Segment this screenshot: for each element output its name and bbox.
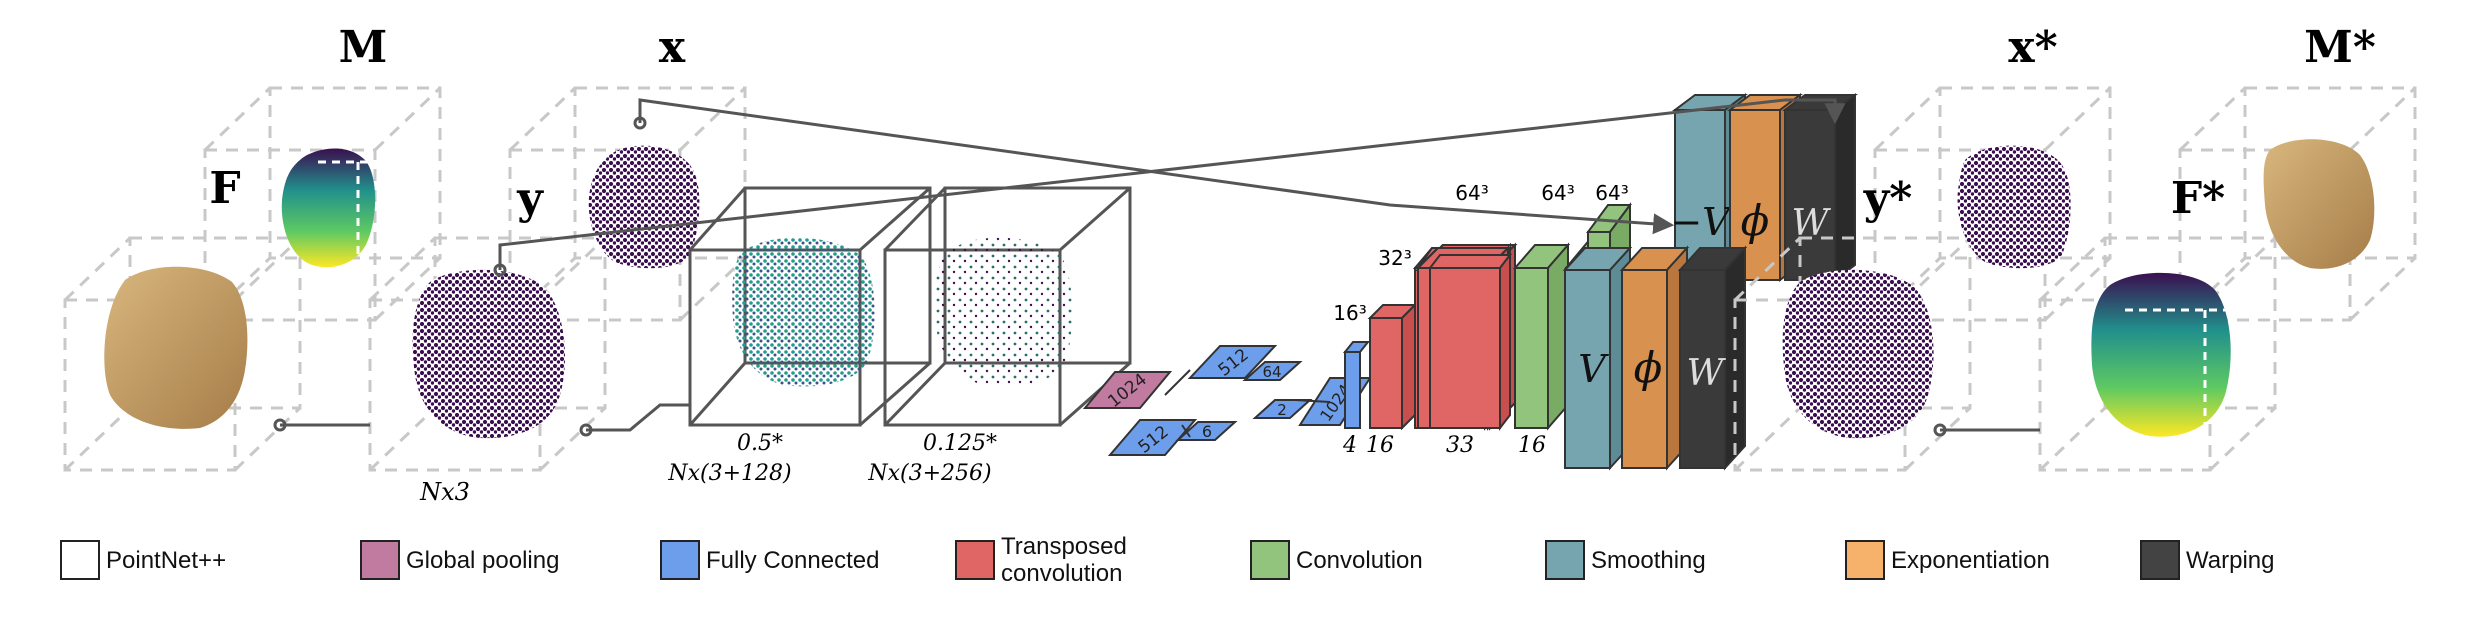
fc-layer-2: 2 bbox=[1252, 399, 1313, 419]
skip-line-y bbox=[498, 98, 1846, 270]
label-F-star: F* bbox=[2171, 173, 2225, 224]
pointcloud-icon bbox=[732, 237, 875, 387]
conv-block-16 bbox=[1512, 242, 1571, 431]
svg-text:ϕ: ϕ bbox=[1634, 343, 1663, 392]
legend-item-fully-connected: Fully Connected bbox=[660, 530, 879, 590]
legend-label: Transposed convolution bbox=[1001, 533, 1127, 587]
num-4: 4 bbox=[1342, 433, 1357, 458]
pointcloud-icon bbox=[412, 269, 565, 439]
dim-nx3: Nx3 bbox=[419, 478, 470, 506]
face-mesh-icon bbox=[104, 266, 248, 429]
legend-item-exponentiation: Exponentiation bbox=[1845, 530, 2050, 590]
legend-label: Fully Connected bbox=[706, 546, 880, 574]
legend-swatch bbox=[60, 540, 100, 580]
transconv-block-16 bbox=[1367, 302, 1418, 431]
pointcloud-icon bbox=[1782, 269, 1934, 439]
volume-16: 16³ bbox=[1333, 301, 1366, 325]
fc-layer-6: 6 bbox=[1175, 421, 1238, 441]
svg-text:V: V bbox=[1578, 347, 1609, 391]
pointcloud-icon bbox=[588, 145, 700, 269]
label-x-star: x* bbox=[2008, 22, 2057, 73]
legend-item-smoothing: Smoothing bbox=[1545, 530, 1706, 590]
label-M-star: M* bbox=[2304, 22, 2376, 73]
colored-face-icon bbox=[2091, 272, 2231, 437]
legend-label: Convolution bbox=[1296, 546, 1423, 574]
colored-face-icon bbox=[281, 148, 376, 268]
dim-scale-half: 0.5* bbox=[737, 431, 783, 456]
connector-line bbox=[586, 403, 690, 432]
fc-layer-512b: 512 bbox=[1107, 419, 1198, 458]
transconv-block-64 bbox=[1427, 252, 1513, 431]
label-M: M bbox=[339, 22, 388, 73]
label-y: y bbox=[516, 173, 544, 224]
legend-item-pointnet: PointNet++ bbox=[60, 530, 226, 590]
fc-layer-512a: 512 bbox=[1187, 345, 1278, 381]
legend-swatch bbox=[360, 540, 400, 580]
fc-reshape-block bbox=[1342, 341, 1371, 429]
volume-64b: 64³ bbox=[1541, 181, 1574, 205]
warping-block-front: W bbox=[1677, 245, 1748, 471]
global-pooling-layer: 1024 bbox=[1082, 370, 1173, 412]
num-16a: 16 bbox=[1366, 433, 1394, 458]
svg-text:W: W bbox=[1686, 353, 1726, 394]
svg-text:ϕ: ϕ bbox=[1741, 196, 1770, 245]
warping-block-back: W bbox=[1782, 93, 1858, 282]
legend-label: Warping bbox=[2186, 546, 2275, 574]
svg-text:−V: −V bbox=[1670, 200, 1733, 244]
legend-swatch bbox=[955, 540, 995, 580]
legend-label: Exponentiation bbox=[1891, 546, 2050, 574]
face-mesh-icon bbox=[2263, 139, 2375, 269]
svg-text:6: 6 bbox=[1202, 422, 1212, 441]
pointcloud-icon bbox=[1957, 145, 2071, 269]
legend-item-warping: Warping bbox=[2140, 530, 2274, 590]
dim-nx-128: Nx(3+128) bbox=[667, 461, 791, 486]
volume-64a: 64³ bbox=[1455, 181, 1488, 205]
num-16b: 16 bbox=[1518, 433, 1546, 458]
legend-label: PointNet++ bbox=[106, 546, 227, 574]
legend-label: Smoothing bbox=[1591, 546, 1706, 574]
legend-swatch bbox=[1250, 540, 1290, 580]
legend-swatch bbox=[660, 540, 700, 580]
legend-swatch bbox=[1845, 540, 1885, 580]
svg-text:2: 2 bbox=[1277, 401, 1287, 419]
skip-line-x bbox=[638, 98, 1675, 235]
dim-nx-256: Nx(3+256) bbox=[867, 461, 991, 486]
network-diagram: M x F y Nx3 0.5* Nx(3+128) 0.125* Nx(3+2… bbox=[63, 22, 2417, 506]
label-F: F bbox=[209, 163, 240, 214]
smoothing-block-front: V bbox=[1562, 245, 1633, 471]
label-x: x bbox=[659, 22, 686, 73]
legend: PointNet++ Global pooling Fully Connecte… bbox=[0, 530, 2473, 590]
legend-item-global-pooling: Global pooling bbox=[360, 530, 559, 590]
pointcloud-icon bbox=[934, 237, 1073, 387]
label-y-star: y* bbox=[1863, 173, 1913, 224]
volume-32: 32³ bbox=[1378, 246, 1411, 270]
legend-item-transposed-conv: Transposed convolution bbox=[955, 530, 1131, 590]
fc-layer-64: 64 bbox=[1242, 361, 1303, 381]
volume-64c: 64³ bbox=[1595, 181, 1628, 205]
num-33: 33 bbox=[1446, 433, 1474, 458]
legend-swatch bbox=[2140, 540, 2180, 580]
legend-swatch bbox=[1545, 540, 1585, 580]
svg-text:64: 64 bbox=[1262, 363, 1281, 381]
exponentiation-block-front: ϕ bbox=[1619, 245, 1690, 471]
legend-label: Global pooling bbox=[406, 546, 560, 574]
dim-scale-eighth: 0.125* bbox=[923, 431, 997, 456]
input-box-M bbox=[203, 86, 442, 322]
legend-item-convolution: Convolution bbox=[1250, 530, 1423, 590]
